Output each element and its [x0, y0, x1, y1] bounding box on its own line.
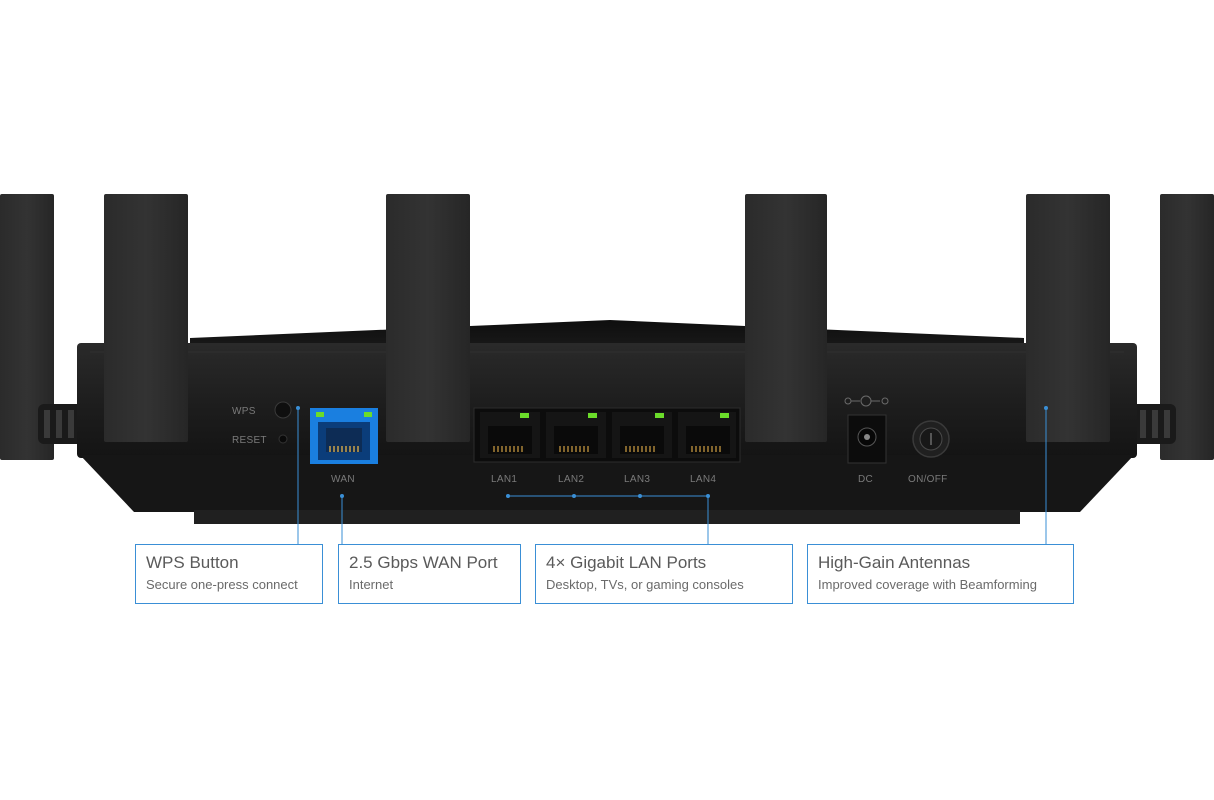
dc-label: DC — [858, 474, 873, 485]
antenna-3 — [745, 194, 827, 442]
lan2-label: LAN2 — [558, 474, 584, 485]
callout-antennas: High-Gain Antennas Improved coverage wit… — [807, 544, 1074, 604]
dc-polarity-icon — [844, 395, 889, 407]
wan-label: WAN — [331, 474, 355, 485]
antenna-2 — [386, 194, 470, 442]
callout-title: High-Gain Antennas — [818, 553, 971, 572]
callout-title: WPS Button — [146, 553, 239, 572]
lan4-label: LAN4 — [690, 474, 716, 485]
callout-title: 4× Gigabit LAN Ports — [546, 553, 707, 572]
wps-button[interactable] — [274, 401, 292, 419]
wan-port[interactable] — [310, 408, 378, 464]
lan-port-4[interactable] — [678, 412, 736, 458]
callout-lan-ports: 4× Gigabit LAN Ports Desktop, TVs, or ga… — [535, 544, 793, 604]
antenna-4 — [1026, 194, 1110, 442]
lan3-label: LAN3 — [624, 474, 650, 485]
callout-subtitle: Desktop, TVs, or gaming consoles — [546, 577, 744, 592]
far-right-antenna — [1160, 194, 1214, 460]
antenna-1 — [104, 194, 188, 442]
onoff-label: ON/OFF — [908, 474, 948, 485]
callout-title: 2.5 Gbps WAN Port — [349, 553, 498, 572]
dc-power-jack[interactable] — [844, 395, 889, 464]
reset-label: RESET — [232, 435, 267, 446]
callout-subtitle: Secure one-press connect — [146, 577, 298, 592]
lan-port-2[interactable] — [546, 412, 606, 458]
lan1-label: LAN1 — [491, 474, 517, 485]
far-left-antenna — [0, 194, 54, 460]
callout-subtitle: Improved coverage with Beamforming — [818, 577, 1037, 592]
callout-wan-port: 2.5 Gbps WAN Port Internet — [338, 544, 521, 604]
callout-anchor-dots — [296, 406, 1048, 498]
lan-port-3[interactable] — [612, 412, 672, 458]
lan-port-1[interactable] — [480, 412, 540, 458]
power-button[interactable] — [912, 420, 950, 458]
wps-reset-panel: WPS RESET — [232, 401, 292, 446]
callout-subtitle: Internet — [349, 577, 394, 592]
wps-label: WPS — [232, 406, 256, 417]
reset-pinhole[interactable] — [278, 434, 288, 444]
callout-leader-lines — [297, 408, 1047, 544]
callout-wps-button: WPS Button Secure one-press connect — [135, 544, 323, 604]
